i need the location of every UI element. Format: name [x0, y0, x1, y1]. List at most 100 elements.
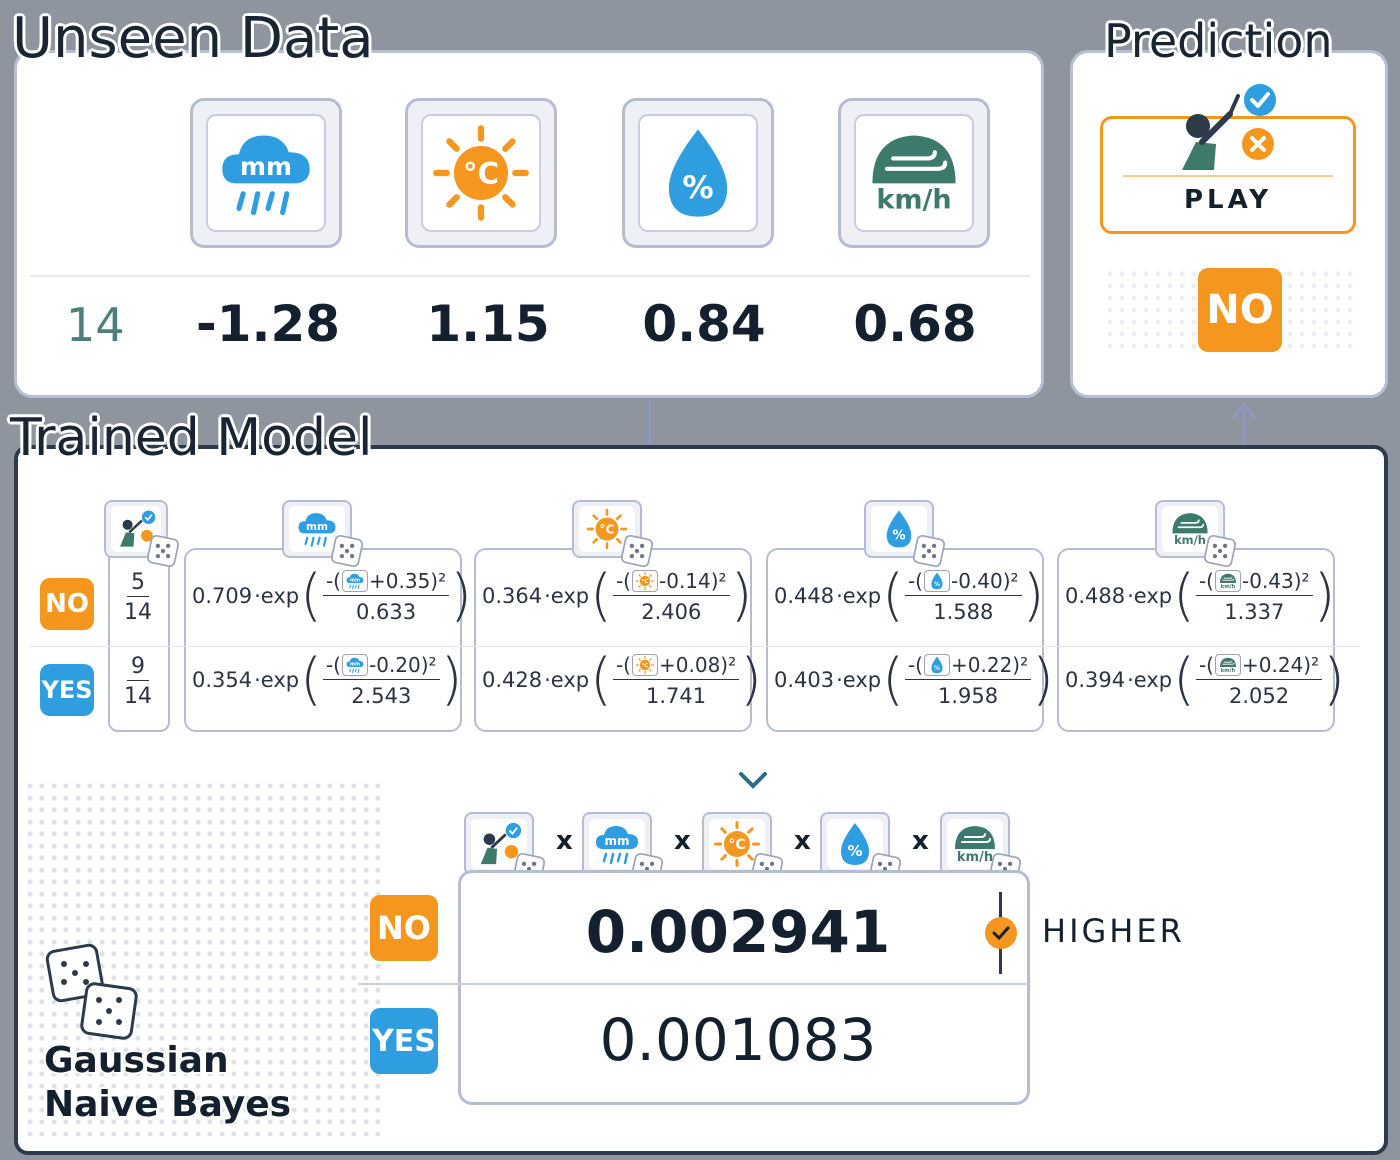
close-paren: ) — [730, 563, 753, 628]
formula-fraction: -( mm -0.20)² 2.543 — [322, 652, 440, 708]
formula-denominator: 2.052 — [1228, 683, 1290, 708]
prior-numerator: 5 — [127, 570, 149, 597]
formula-shift: -0.40)² — [951, 568, 1019, 593]
value-humidity: 0.84 — [642, 295, 766, 353]
formula-fraction: -( mm +0.35)² 0.633 — [322, 568, 450, 624]
formula-coefficient: 0.488 — [1065, 584, 1126, 608]
svg-text:km/h: km/h — [876, 184, 951, 215]
formula-denominator: 1.741 — [645, 683, 707, 708]
formula-yes-humidity: 0.403 ·exp ( -( % +0.22)² 1.958 ) — [774, 652, 1055, 708]
drop-percent-icon: % — [924, 653, 950, 676]
formula-shift: +0.35)² — [369, 568, 447, 593]
formula-denominator: 1.958 — [937, 683, 999, 708]
formula-numerator: -( °C +0.08)² — [612, 652, 740, 680]
exp-label: ·exp — [544, 668, 590, 692]
rain-mm-tile: mm — [190, 98, 342, 248]
exp-prefix: -( — [325, 568, 341, 593]
formula-numerator: -( mm -0.20)² — [322, 652, 440, 680]
svg-text:°C: °C — [599, 522, 614, 536]
svg-text:%: % — [934, 664, 940, 671]
formula-shift: +0.08)² — [659, 652, 737, 677]
formula-no-temperature: 0.364 ·exp ( -( °C -0.14)² 2.406 ) — [482, 568, 753, 624]
close-paren: ) — [450, 563, 472, 628]
prior-denominator: 14 — [124, 684, 152, 709]
multiply-sign: x — [794, 826, 811, 856]
svg-text:mm: mm — [350, 578, 360, 583]
class-badge-yes: YES — [40, 664, 94, 716]
multiply-sign: x — [912, 826, 929, 856]
temperature-product-tile: °C — [702, 812, 784, 886]
drop-percent-icon: % — [638, 113, 758, 233]
open-paren: ( — [1173, 647, 1195, 712]
formula-denominator: 2.406 — [641, 599, 702, 624]
formula-numerator: -( % -0.40)² — [904, 568, 1022, 596]
results-box — [458, 870, 1030, 1105]
golfer-icon — [1182, 84, 1276, 170]
formula-no-rain: 0.709 ·exp ( -( mm +0.35)² 0.633 ) — [192, 568, 473, 624]
svg-text:mm: mm — [240, 152, 292, 181]
open-paren: ( — [300, 647, 322, 712]
formula-shift: -0.20)² — [369, 652, 437, 677]
exp-label: ·exp — [1127, 584, 1173, 608]
result-yes-value: 0.001083 — [599, 1006, 877, 1074]
exp-prefix: -( — [907, 568, 923, 593]
row-id: 14 — [66, 298, 125, 352]
open-paren: ( — [300, 563, 322, 628]
higher-label: HIGHER — [1042, 912, 1185, 950]
wind-kmh-icon: km/h — [854, 113, 974, 233]
exp-prefix: -( — [615, 652, 631, 677]
drop-percent-tile: % — [622, 98, 774, 248]
check-icon — [985, 917, 1017, 949]
formula-coefficient: 0.403 — [774, 668, 835, 692]
likelihood-box-wind — [1057, 548, 1335, 732]
formula-coefficient: 0.448 — [774, 584, 835, 608]
formula-fraction: -( km/h +0.24)² 2.052 — [1195, 652, 1323, 708]
svg-text:°C: °C — [728, 837, 745, 853]
formula-yes-temperature: 0.428 ·exp ( -( °C +0.08)² 1.741 ) — [482, 652, 763, 708]
formula-numerator: -( km/h +0.24)² — [1195, 652, 1323, 680]
formula-coefficient: 0.364 — [482, 584, 543, 608]
drop-percent-icon: % — [924, 569, 950, 592]
exp-prefix: -( — [615, 568, 631, 593]
prior-numerator: 9 — [127, 654, 149, 681]
formula-numerator: -( % +0.22)² — [904, 652, 1032, 680]
svg-text:km/h: km/h — [1221, 583, 1236, 589]
prediction-title: Prediction — [1104, 14, 1333, 68]
exp-prefix: -( — [1198, 568, 1214, 593]
formula-denominator: 1.588 — [933, 599, 994, 624]
formula-no-humidity: 0.448 ·exp ( -( % -0.40)² 1.588 ) — [774, 568, 1045, 624]
svg-text:°C: °C — [642, 663, 649, 669]
prior-tile — [104, 500, 180, 568]
svg-text:mm: mm — [350, 662, 360, 667]
close-paren: ) — [1323, 647, 1345, 712]
open-paren: ( — [882, 563, 904, 628]
svg-text:km/h: km/h — [1174, 533, 1206, 547]
svg-text:°C: °C — [463, 156, 499, 190]
value-rain: -1.28 — [195, 295, 341, 353]
formula-shift: +0.24)² — [1242, 652, 1320, 677]
formula-shift: +0.22)² — [951, 652, 1029, 677]
exp-label: ·exp — [544, 584, 590, 608]
svg-text:km/h: km/h — [957, 850, 993, 865]
likelihood-box-temperature — [474, 548, 752, 732]
formula-denominator: 1.337 — [1224, 599, 1285, 624]
formula-numerator: -( km/h -0.43)² — [1195, 568, 1313, 596]
formula-numerator: -( mm +0.35)² — [322, 568, 450, 596]
exp-prefix: -( — [907, 652, 923, 677]
rain-mm-icon: mm — [206, 113, 326, 233]
exp-label: ·exp — [254, 584, 300, 608]
formula-coefficient: 0.428 — [482, 668, 543, 692]
formula-shift: -0.43)² — [1242, 568, 1310, 593]
svg-text:%: % — [934, 580, 940, 587]
formula-fraction: -( °C -0.14)² 2.406 — [612, 568, 730, 624]
svg-text:mm: mm — [604, 834, 629, 848]
temperature-mini-tile: °C — [572, 500, 654, 568]
golfer-product-tile — [464, 812, 546, 886]
likelihood-box-humidity — [766, 548, 1044, 732]
play-label: PLAY — [1183, 185, 1273, 215]
chevron-down-icon — [738, 770, 768, 790]
open-paren: ( — [882, 647, 904, 712]
exp-label: ·exp — [836, 584, 882, 608]
